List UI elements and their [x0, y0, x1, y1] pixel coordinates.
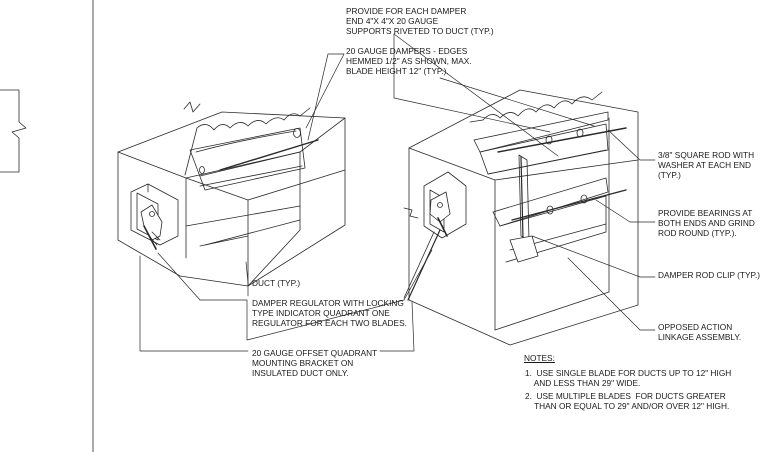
note-item-1: 1. USE SINGLE BLADE FOR DUCTS UP TO 12" … [525, 368, 731, 388]
clip-line-1: DAMPER ROD CLIP (TYP.) [658, 270, 760, 280]
supports-line-2: END 4"X 4"X 20 GAUGE [346, 16, 439, 26]
dampers-line-1: 20 GAUGE DAMPERS - EDGES [346, 46, 468, 56]
dampers-line-3: BLADE HEIGHT 12" (TYP.). [346, 66, 449, 76]
clip-callout: DAMPER ROD CLIP (TYP.) [658, 270, 760, 280]
regulator-line-1: DAMPER REGULATOR WITH LOCKING [252, 298, 404, 308]
linkage-callout: OPPOSED ACTION LINKAGE ASSEMBLY. [658, 322, 741, 342]
note-1-line-1: 1. USE SINGLE BLADE FOR DUCTS UP TO 12" … [525, 368, 732, 378]
dampers-callout: 20 GAUGE DAMPERS - EDGES HEMMED 1/2" AS … [346, 46, 472, 76]
duct-callout: DUCT (TYP.) [252, 278, 300, 288]
note-1-line-2: AND LESS THAN 29" WIDE. [525, 378, 641, 388]
regulator-line-2: TYPE INDICATOR QUADRANT ONE [252, 308, 390, 318]
notes-title: NOTES: [524, 353, 555, 363]
single-blade-duct [117, 101, 346, 287]
bearings-line-3: ROD ROUND (TYP.). [658, 228, 737, 238]
rod-line-1: 3/8" SQUARE ROD WITH [658, 150, 755, 160]
bracket-line-2: MOUNTING BRACKET ON [252, 358, 354, 368]
duct-line-1: DUCT (TYP.) [252, 278, 301, 288]
supports-callout: PROVIDE FOR EACH DAMPER END 4"X 4"X 20 G… [346, 6, 494, 36]
sheet-border [0, 0, 94, 452]
regulator-line-3: REGULATOR FOR EACH TWO BLADES. [252, 318, 407, 328]
linkage-line-2: LINKAGE ASSEMBLY. [658, 332, 742, 342]
bracket-line-3: INSULATED DUCT ONLY. [252, 368, 349, 378]
bearings-callout: PROVIDE BEARINGS AT BOTH ENDS AND GRIND … [658, 208, 755, 238]
bearings-line-2: BOTH ENDS AND GRIND [658, 218, 755, 228]
regulator-callout: DAMPER REGULATOR WITH LOCKING TYPE INDIC… [252, 298, 407, 328]
leader-lines [139, 33, 656, 352]
rod-line-2: WASHER AT EACH END [658, 160, 751, 170]
bearings-line-1: PROVIDE BEARINGS AT [658, 208, 753, 218]
dampers-line-2: HEMMED 1/2" AS SHOWN, MAX. [346, 56, 472, 66]
note-2-line-2: THAN OR EQUAL TO 29" AND/OR OVER 12" HIG… [525, 401, 730, 411]
note-2-line-1: 2. USE MULTIPLE BLADES FOR DUCTS GREATER [525, 391, 726, 401]
supports-line-3: SUPPORTS RIVETED TO DUCT (TYP.) [346, 26, 494, 36]
bracket-callout: 20 GAUGE OFFSET QUADRANT MOUNTING BRACKE… [252, 348, 377, 378]
supports-line-1: PROVIDE FOR EACH DAMPER [346, 6, 467, 16]
rod-callout: 3/8" SQUARE ROD WITH WASHER AT EACH END … [658, 150, 754, 180]
multi-blade-duct [403, 89, 639, 346]
bracket-line-1: 20 GAUGE OFFSET QUADRANT [252, 348, 378, 358]
rod-line-3: (TYP.) [658, 170, 681, 180]
note-item-2: 2. USE MULTIPLE BLADES FOR DUCTS GREATER… [525, 391, 729, 411]
linkage-line-1: OPPOSED ACTION [658, 322, 733, 332]
